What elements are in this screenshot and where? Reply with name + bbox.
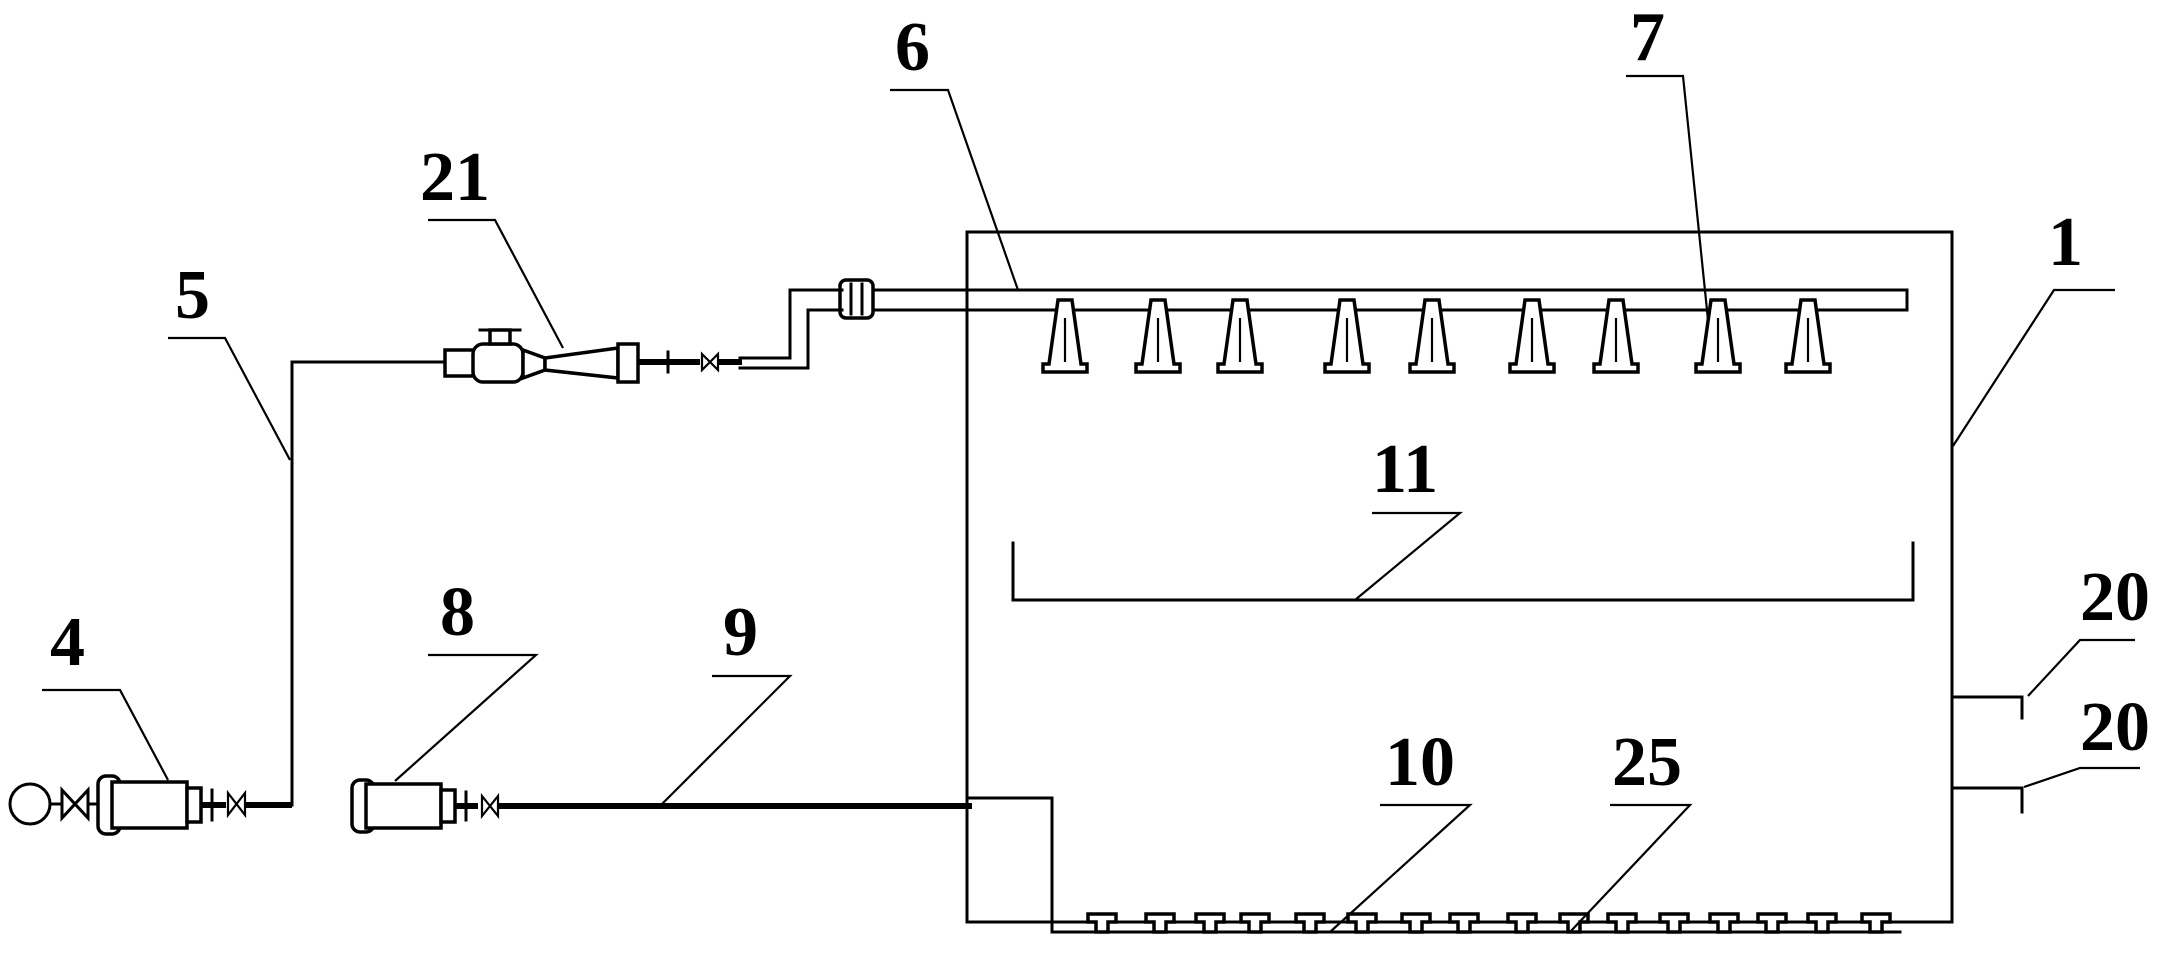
label-20-upper: 20 xyxy=(2080,559,2150,636)
diffuser xyxy=(1448,912,1480,934)
label-21: 21 xyxy=(420,139,490,216)
aeration-pipe xyxy=(965,796,1902,934)
diffuser xyxy=(1144,912,1176,934)
inlet-valve xyxy=(48,786,100,822)
inlet-ring xyxy=(8,782,52,826)
outlet-pipe-lower xyxy=(1950,786,2024,814)
spray-manifold xyxy=(856,288,1909,312)
diffuser xyxy=(1400,912,1432,934)
diffuser xyxy=(1806,912,1838,934)
diffuser xyxy=(1239,912,1271,934)
diffuser xyxy=(1756,912,1788,934)
label-4: 4 xyxy=(50,604,85,681)
diffuser xyxy=(1708,912,1740,934)
manifold-feed-pipe xyxy=(738,288,844,370)
manifold-flange xyxy=(838,278,875,320)
label-10: 10 xyxy=(1385,724,1455,801)
label-9: 9 xyxy=(723,594,758,671)
diffuser xyxy=(1294,912,1326,934)
diffuser xyxy=(1658,912,1690,934)
pump xyxy=(96,774,292,836)
pipe-5 xyxy=(290,360,450,807)
diffuser xyxy=(1086,912,1118,934)
blower xyxy=(350,778,500,834)
label-5: 5 xyxy=(175,257,210,334)
label-25: 25 xyxy=(1612,724,1682,801)
outlet-pipe-upper xyxy=(1950,695,2024,720)
diffuser xyxy=(1506,912,1538,934)
label-1: 1 xyxy=(2048,204,2083,281)
label-6: 6 xyxy=(895,9,930,86)
diffuser xyxy=(1194,912,1226,934)
diffuser-row xyxy=(1086,912,1892,934)
diffuser xyxy=(1558,912,1590,934)
label-11: 11 xyxy=(1372,431,1438,508)
venturi-ejector xyxy=(443,328,742,384)
tray xyxy=(1011,541,1915,602)
leader-lines xyxy=(42,74,2140,933)
diffuser xyxy=(1346,912,1378,934)
label-7: 7 xyxy=(1630,0,1665,76)
spray-nozzle-row xyxy=(1041,298,1832,374)
diffuser xyxy=(1606,912,1638,934)
diffuser xyxy=(1860,912,1892,934)
label-20-lower: 20 xyxy=(2080,689,2150,766)
label-8: 8 xyxy=(440,574,475,651)
